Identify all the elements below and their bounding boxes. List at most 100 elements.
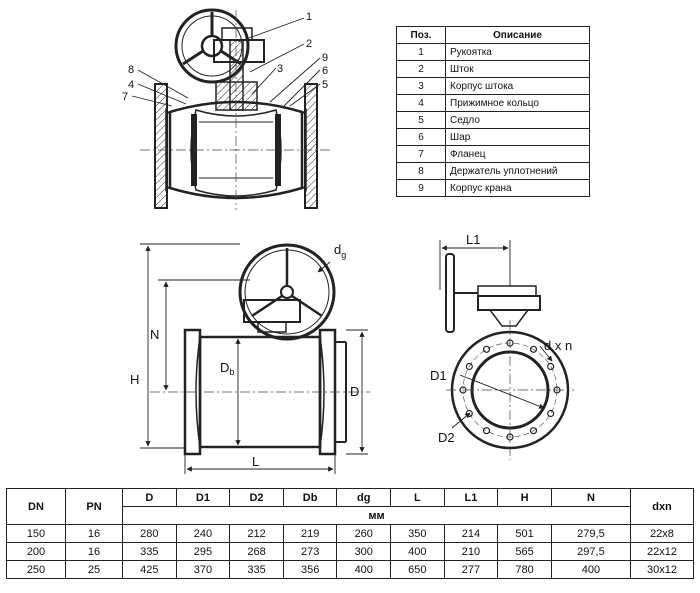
dims-header-dg: dg	[336, 488, 392, 507]
cell-d: 280	[122, 524, 177, 543]
cell-pn: 16	[65, 542, 123, 561]
cell-l1: 277	[443, 560, 499, 579]
section-flange-right	[304, 83, 318, 209]
part-number: 1	[396, 43, 446, 61]
cell-d2: 212	[229, 524, 284, 543]
cell-dg: 260	[336, 524, 392, 543]
side-handwheel	[445, 253, 455, 333]
callout-7: 7	[122, 91, 128, 103]
dims-header-dn: DN	[6, 488, 66, 525]
dim-label-dg: dg	[334, 242, 346, 260]
part-number: 8	[396, 162, 446, 180]
parts-header-row: Поз. Описание	[396, 26, 590, 44]
cell-n: 279,5	[550, 524, 632, 543]
cell-db: 356	[282, 560, 338, 579]
cell-dg: 300	[336, 542, 392, 561]
cell-n: 297,5	[550, 542, 632, 561]
part-number: 6	[396, 128, 446, 146]
dim-label-db: Db	[220, 360, 234, 377]
section-body	[168, 100, 304, 200]
cell-db: 219	[282, 524, 338, 543]
cell-d: 335	[122, 542, 177, 561]
dims-header-d2: D2	[229, 488, 284, 507]
dims-header-l1: L1	[443, 488, 499, 507]
dim-label-d1: D1	[430, 368, 447, 383]
callout-1: 1	[306, 11, 312, 23]
callout-5: 5	[322, 79, 328, 91]
dims-header-l: L	[390, 488, 445, 507]
section-seat-right	[275, 114, 281, 186]
cell-pn: 25	[65, 560, 123, 579]
part-description: Корпус штока	[445, 77, 590, 95]
part-description: Прижимное кольцо	[445, 94, 590, 112]
cell-d2: 335	[229, 560, 284, 579]
part-description: Шток	[445, 60, 590, 78]
dim-label-l1: L1	[466, 232, 480, 247]
dims-header-n: N	[550, 488, 632, 507]
part-number: 3	[396, 77, 446, 95]
cell-l: 350	[390, 524, 445, 543]
cell-d1: 295	[175, 542, 231, 561]
dims-header-h: H	[497, 488, 552, 507]
callout-8: 8	[128, 64, 134, 76]
cell-h: 501	[497, 524, 552, 543]
front-dimensions	[140, 243, 368, 474]
cell-l1: 210	[443, 542, 499, 561]
part-number: 4	[396, 94, 446, 112]
cell-db: 273	[282, 542, 338, 561]
callout-3: 3	[277, 63, 283, 75]
cell-d: 425	[122, 560, 177, 579]
cell-l1: 214	[443, 524, 499, 543]
cell-dn: 150	[6, 524, 66, 543]
parts-header-pos: Поз.	[396, 26, 446, 44]
cell-d1: 370	[175, 560, 231, 579]
cell-d1: 240	[175, 524, 231, 543]
valve-drawing: 1 2 3 4 5 6 7 8 9	[122, 8, 574, 474]
cell-h: 780	[497, 560, 552, 579]
callout-leaders	[131, 17, 321, 107]
part-description: Шар	[445, 128, 590, 146]
cell-dxn: 22x8	[630, 524, 694, 543]
part-description: Корпус крана	[445, 179, 590, 197]
side-dimensions	[439, 240, 553, 429]
part-description: Рукоятка	[445, 43, 590, 61]
part-description: Держатель уплотнений	[445, 162, 590, 180]
part-number: 2	[396, 60, 446, 78]
callout-4: 4	[128, 79, 134, 91]
section-view: 1 2 3 4 5 6 7 8 9	[122, 8, 330, 210]
section-handwheel	[174, 8, 250, 84]
section-stem-housing	[215, 81, 258, 111]
part-description: Фланец	[445, 145, 590, 163]
dims-unit: мм	[122, 506, 631, 525]
dimensions-table: DN PN D D1 D2 Db dg L L1 H N dxn мм 150 …	[6, 488, 694, 579]
part-number: 9	[396, 179, 446, 197]
dim-label-d: D	[350, 384, 359, 399]
part-number: 7	[396, 145, 446, 163]
dim-label-h: H	[130, 372, 139, 387]
cell-pn: 16	[65, 524, 123, 543]
cell-d2: 268	[229, 542, 284, 561]
cell-dn: 250	[6, 560, 66, 579]
side-view: L1 D1 D2 d x n	[430, 232, 574, 460]
callout-9: 9	[322, 52, 328, 64]
dim-label-dxn: d x n	[544, 338, 572, 353]
cell-dxn: 30x12	[630, 560, 694, 579]
part-number: 5	[396, 111, 446, 129]
cell-dxn: 22x12	[630, 542, 694, 561]
callout-6: 6	[322, 65, 328, 77]
table-row: 200 16 335 295 268 273 300 400 210 565 2…	[6, 542, 694, 561]
table-row: 250 25 425 370 335 356 400 650 277 780 4…	[6, 560, 694, 579]
cell-l: 650	[390, 560, 445, 579]
front-handwheel	[238, 243, 336, 341]
side-gearbox	[477, 295, 541, 311]
dims-header-d: D	[122, 488, 177, 507]
cell-l: 400	[390, 542, 445, 561]
